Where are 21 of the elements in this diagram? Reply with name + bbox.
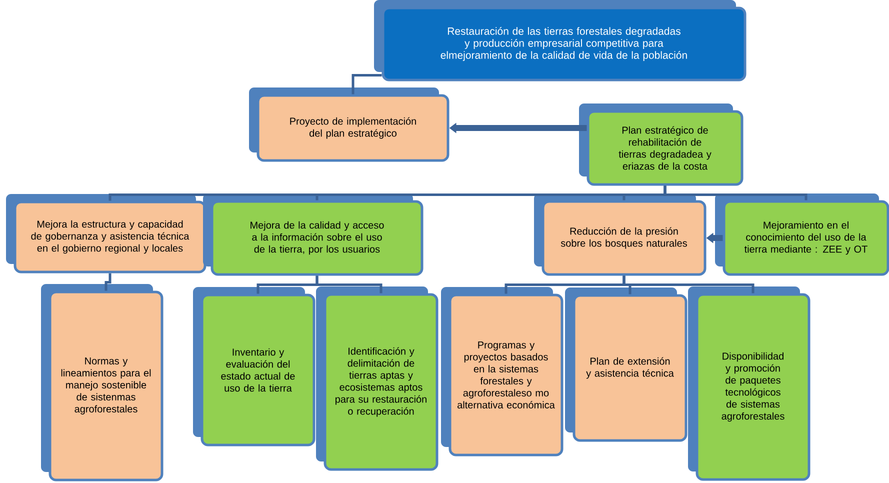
process-box: Proyecto de implementación del plan estratégico — [249, 88, 450, 162]
node-label: Disponibilidad y promoción de paquetes tecnológicos de sistemas agroforestales — [722, 352, 784, 422]
connector — [664, 186, 808, 200]
process-box: Plan estratégico de rehabilitación de tierras degradadea y eriazas de la costa — [579, 104, 744, 186]
connector — [316, 276, 382, 294]
process-box: Programas y proyectos basados en la sistemas forestales y agroforestaleso mo alternativa económica — [441, 287, 564, 456]
process-box: Identificación y delimitación de tierras aptas y ecosistemas aptos para su restauración o recuperación — [316, 286, 438, 471]
process-box: Normas y lineamientos para el manejo sostenible de sistenmas agroforestales — [41, 284, 164, 482]
node-label: Identificación y delimitación de tierras aptas y ecosistemas aptos para su restauración o recuperación — [336, 347, 426, 417]
process-box: Reducción de la presión sobre los bosques naturales — [534, 194, 706, 276]
process-box: Plan de extensión y asistencia técnica — [565, 288, 688, 442]
connector — [622, 276, 754, 294]
process-box: Mejora la estructura y capacidad de gobernanza y asistencia técnica en el gobierno regional y locales — [6, 194, 206, 274]
process-box: Mejoramiento en el conocimiento del uso de la tierra mediante : ZEE y OT — [715, 194, 889, 276]
process-box: Disponibilidad y promoción de paquetes tecnológicos de sistemas agroforestales — [688, 286, 810, 481]
node-label: Mejora la estructura y capacidad de gobernanza y asistencia técnica en el gobierno regional y locales — [31, 220, 190, 254]
node-label: Plan de extensión y asistencia técnica — [586, 357, 674, 379]
process-box: Mejora de la calidad y acceso a la información sobre el uso de la tierra, por los usuarios — [203, 194, 424, 276]
process-box: Inventario y evaluación del estado actual de uso de la tierra — [193, 287, 316, 446]
process-box: Restauración de las tierras forestales degradadas y producción empresarial competitiva para elmejoramiento de la calidad de vida de la población — [374, 0, 746, 82]
connector — [104, 273, 112, 291]
